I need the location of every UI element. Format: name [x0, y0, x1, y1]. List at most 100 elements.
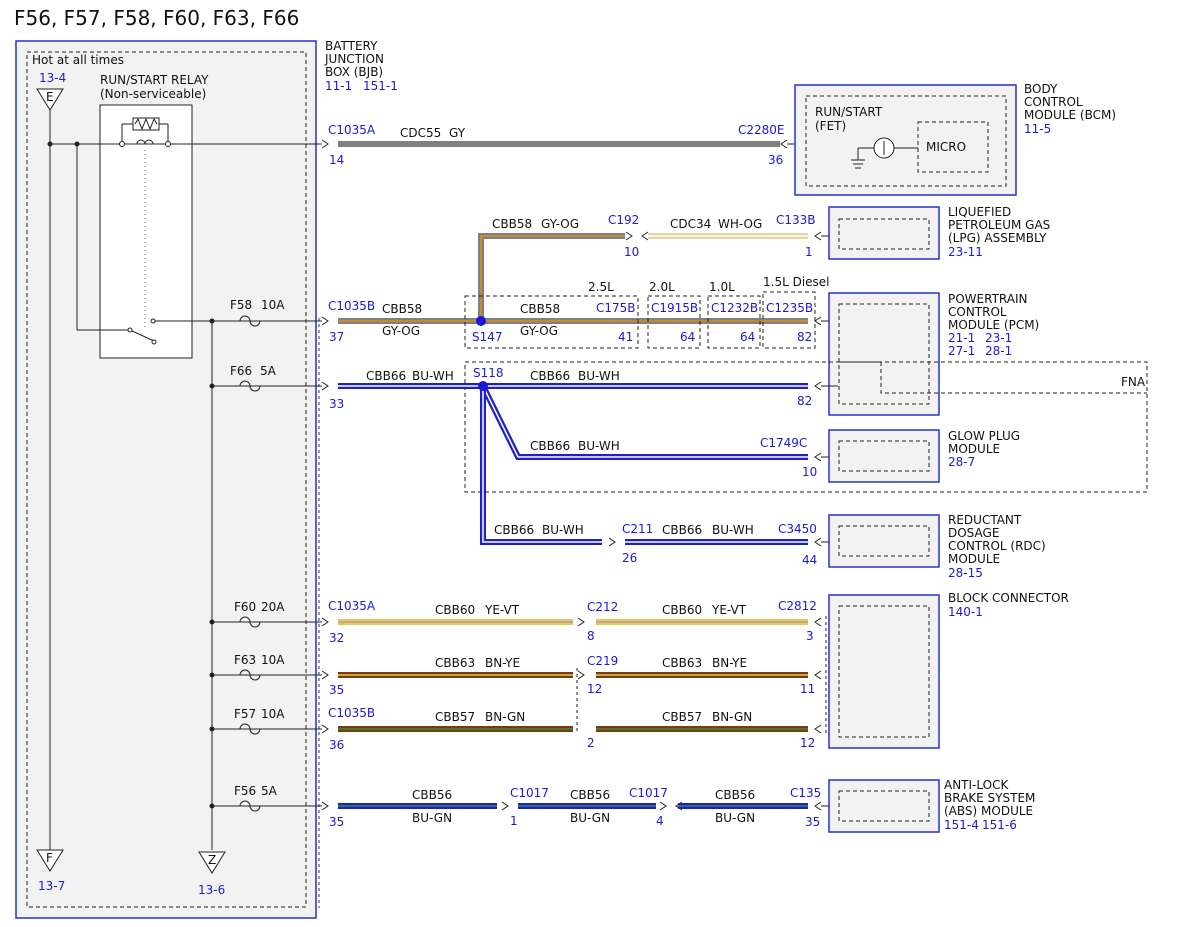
splice-s118[interactable] [478, 381, 488, 391]
pin-3: 3 [806, 629, 814, 643]
bcm-ref[interactable]: 11-5 [1024, 122, 1051, 136]
glow-ref[interactable]: 28-7 [948, 455, 975, 469]
rdc-name-2: DOSAGE [948, 526, 999, 540]
bjb-ref-2[interactable]: 151-1 [363, 79, 398, 93]
pcm-ref-1[interactable]: 21-1 [948, 331, 975, 345]
conn-c175b[interactable]: C175B [596, 301, 636, 315]
arrow-cbb66-in-icon [321, 381, 329, 391]
wire-cbb56-c-circuit: CBB56 [715, 788, 755, 802]
fuse-f63-name: F63 [234, 653, 256, 667]
glow-inner [838, 440, 930, 472]
fuse-f58[interactable]: F58 10A [230, 298, 285, 327]
fuse-f63[interactable]: F63 10A [234, 653, 285, 681]
conn-c2280e[interactable]: C2280E [738, 123, 785, 137]
pcm-ref-3[interactable]: 27-1 [948, 344, 975, 358]
wire-cbb66-b-circuit: CBB66 [530, 369, 570, 383]
conn-c1749c[interactable]: C1749C [760, 436, 807, 450]
conn-c1232b[interactable]: C1232B [711, 301, 758, 315]
conn-c2812[interactable]: C2812 [778, 599, 817, 613]
wire-cbb57-a-color: BN-GN [485, 710, 525, 724]
term-f-ref[interactable]: 13-7 [38, 879, 65, 893]
pin-82-b: 82 [797, 394, 812, 408]
arrow-cbb57-out-icon [814, 724, 822, 734]
pin-11: 11 [800, 682, 815, 696]
pin-2: 2 [587, 736, 595, 750]
splice-s118-label: S118 [473, 366, 504, 380]
conn-c1035b-1[interactable]: C1035B [328, 299, 375, 313]
lpg-box [828, 206, 940, 260]
pcm-ref-4[interactable]: 28-1 [985, 344, 1012, 358]
bjb-ref-1[interactable]: 11-1 [325, 79, 352, 93]
wire-cbb63-b-circuit: CBB63 [662, 656, 702, 670]
pcm-ref-2[interactable]: 23-1 [985, 331, 1012, 345]
wire-cbb57-b-color: BN-GN [712, 710, 752, 724]
pin-12-b: 12 [800, 736, 815, 750]
engine-box-2-5l [464, 295, 639, 349]
conn-c1017-b[interactable]: C1017 [629, 786, 668, 800]
fuse-f66-rating: 5A [260, 364, 277, 378]
block-ref[interactable]: 140-1 [948, 605, 983, 619]
fuse-f56[interactable]: F56 5A [234, 784, 278, 812]
splice-s147[interactable] [476, 316, 486, 326]
rdc-name-1: REDUCTANT [948, 513, 1022, 527]
engine-box-2-0l [647, 295, 701, 349]
wire-cbb57-b-circuit: CBB57 [662, 710, 702, 724]
lpg-ref[interactable]: 23-11 [948, 245, 983, 259]
bcm-name-1: BODY [1024, 82, 1058, 96]
rdc-inner [838, 525, 930, 557]
arrow-c135-icon [814, 801, 822, 811]
conn-c1035b-2[interactable]: C1035B [328, 706, 375, 720]
wire-cbb63-b-color: BN-YE [712, 656, 747, 670]
pcm-name-3: MODULE (PCM) [948, 318, 1039, 332]
fuse-f66[interactable]: F66 5A [230, 364, 277, 392]
conn-c1035a-1[interactable]: C1035A [328, 123, 376, 137]
rdc-ref[interactable]: 28-15 [948, 566, 983, 580]
fuse-f57[interactable]: F57 10A [234, 707, 285, 735]
term-z-triangle-icon [198, 851, 226, 874]
relay-box [99, 104, 193, 359]
engine-box-1-5l [762, 291, 816, 349]
abs-ref-2[interactable]: 151-6 [982, 818, 1017, 832]
fuse-f60[interactable]: F60 20A [234, 600, 285, 628]
pin-82-a: 82 [797, 330, 812, 344]
engine-box-1-0l [707, 295, 761, 349]
conn-c219[interactable]: C219 [587, 654, 618, 668]
pin-64-a: 64 [680, 330, 695, 344]
wire-cbb60-a-circuit: CBB60 [435, 603, 475, 617]
abs-ref-1[interactable]: 151-4 [944, 818, 979, 832]
pin-8: 8 [587, 629, 595, 643]
conn-c135[interactable]: C135 [790, 786, 821, 800]
term-e-ref[interactable]: 13-4 [39, 71, 66, 85]
conn-c1035a-2[interactable]: C1035A [328, 599, 376, 613]
conn-c3450[interactable]: C3450 [778, 522, 817, 536]
relay-contact-3 [151, 339, 157, 345]
wire-cbb66-d[interactable] [480, 386, 602, 545]
wire-cbb58-b-color: GY-OG [520, 324, 558, 338]
conn-c133b[interactable]: C133B [776, 213, 816, 227]
bjb-name-1: BATTERY [325, 39, 378, 53]
fuse-row-f63-dot [209, 672, 215, 678]
fuse-f58-icon [239, 315, 261, 327]
arrow-cbb63-in-icon [321, 670, 329, 680]
fuse-f63-icon [239, 669, 261, 681]
conn-c1017-a[interactable]: C1017 [510, 786, 549, 800]
arrow-c1749c-icon [814, 452, 822, 462]
conn-c212[interactable]: C212 [587, 600, 618, 614]
pin-26: 26 [622, 551, 637, 565]
conn-c192[interactable]: C192 [608, 213, 639, 227]
conn-c211[interactable]: C211 [622, 522, 653, 536]
block-box [828, 594, 940, 749]
arrow-c192-out-icon [641, 231, 649, 241]
pin-14: 14 [329, 153, 344, 167]
term-z-ref[interactable]: 13-6 [198, 883, 225, 897]
conn-c1915b[interactable]: C1915B [651, 301, 698, 315]
fuse-row-f66-dot [209, 383, 215, 389]
fuse-f63-rating: 10A [261, 653, 285, 667]
wire-cbb66-a-circuit: CBB66 [366, 369, 406, 383]
arrow-pcm-cbb66-icon [814, 381, 822, 391]
bcm-fet-2: (FET) [815, 119, 846, 133]
conn-c1235b[interactable]: C1235B [766, 301, 813, 315]
abs-name-3: (ABS) MODULE [944, 804, 1033, 818]
wire-cbb58-v-color: GY-OG [541, 217, 579, 231]
wire-cbb66-c-circuit: CBB66 [530, 439, 570, 453]
